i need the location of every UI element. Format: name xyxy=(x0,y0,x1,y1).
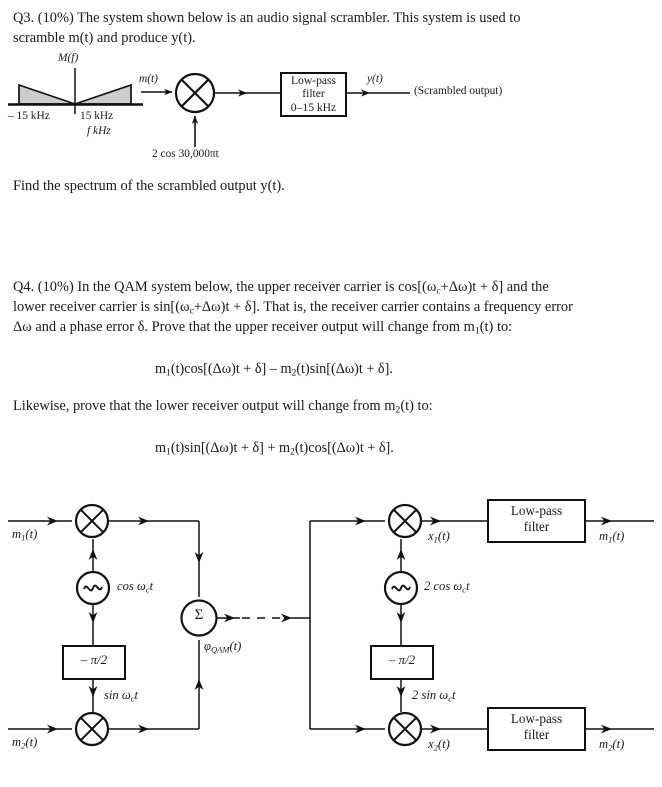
rx-lower-filter-line1: Low-pass xyxy=(510,711,563,726)
q3-filter-line1: Low-pass xyxy=(290,74,337,87)
rx-phase-to-lower-mixer-arrowhead xyxy=(396,686,406,697)
q4-paragraph-line4: Likewise, prove that the lower receiver … xyxy=(13,398,433,416)
tx-phase-shift-box xyxy=(62,645,126,680)
rx-upper-lowpass-filter-box xyxy=(487,499,586,543)
tx-osc-to-phase-arrowhead xyxy=(88,612,98,623)
q3-paragraph-line1: Q3. (10%) The system shown below is an a… xyxy=(13,10,521,26)
spectrum-left-triangle xyxy=(18,83,76,105)
q4-equation-2: m1(t)sin[(Δω)t + δ] + m2(t)cos[(Δω)t + δ… xyxy=(155,440,394,458)
q3-closing-line: Find the spectrum of the scrambled outpu… xyxy=(13,178,285,194)
rx-upper-filter-line1: Low-pass xyxy=(510,503,563,518)
q3-lowpass-filter-box xyxy=(280,72,347,117)
tx-upper-to-summer-arrowhead xyxy=(194,552,204,563)
qam-signal-label: φQAM(t) xyxy=(204,639,242,655)
summer-output-arrowhead xyxy=(224,613,235,623)
tx-upper-input-arrowhead xyxy=(47,516,58,526)
rx-oscillator-tilde-icon xyxy=(391,584,411,592)
rx-sin-label: 2 sin ωct xyxy=(412,688,456,704)
q3-filter-line2: filter xyxy=(302,87,325,101)
tx-lower-to-summer-arrowhead xyxy=(194,679,204,690)
tx-sin-label: sin ωct xyxy=(104,688,139,704)
q3-filter-line3: 0–15 kHz xyxy=(290,100,337,114)
summer-circle xyxy=(180,599,218,637)
rx-lower-output-label: m2(t) xyxy=(599,737,625,753)
rx-lower-mixer-output-label: x2(t) xyxy=(428,737,450,753)
tx-osc-to-upper-mixer-arrowhead xyxy=(88,549,98,560)
rx-lower-output-arrowhead xyxy=(601,724,612,734)
q3-filter-output-arrowhead xyxy=(361,89,370,97)
tx-upper-input-label: m1(t) xyxy=(12,527,38,543)
tx-phase-shift-label: – π/2 xyxy=(80,652,108,667)
summer-sigma-label: Σ xyxy=(194,607,204,623)
rx-lower-filter-line2: filter xyxy=(523,727,550,742)
channel-arrowhead xyxy=(281,613,292,623)
q3-block-diagram: Low-pass filter 0–15 kHz M(f) – 15 kHz 1… xyxy=(0,52,662,172)
q3-diagram-svg xyxy=(8,68,410,147)
q4-paragraph-line2: lower receiver carrier is sin[(ωc+Δω)t +… xyxy=(13,299,573,317)
q3-mixer-to-filter-arrowhead xyxy=(238,89,247,97)
q4-paragraph-line3: Δω and a phase error δ. Prove that the u… xyxy=(13,319,513,337)
tx-lower-mixer-output-arrowhead xyxy=(138,724,149,734)
q3-paragraph-line2: scramble m(t) and produce y(t). xyxy=(13,30,196,46)
rx-lower-lowpass-filter-box xyxy=(487,707,586,751)
rx-upper-mixer-output-label: x1(t) xyxy=(428,529,450,545)
spectrum-right-triangle xyxy=(74,83,132,105)
rx-upper-branch-arrowhead xyxy=(355,516,366,526)
rx-osc-to-phase-arrowhead xyxy=(396,612,406,623)
rx-osc-to-upper-mixer-arrowhead xyxy=(396,549,406,560)
spectrum-right-axis-label: 15 kHz xyxy=(80,110,114,122)
q3-carrier-label: 2 cos 30,000πt xyxy=(152,148,219,160)
tx-upper-mixer-x-2 xyxy=(79,508,105,534)
q3-output-note-label: (Scrambled output) xyxy=(414,85,503,97)
rx-lower-branch-arrowhead xyxy=(355,724,366,734)
rx-lower-filter-label: Low-pass filter xyxy=(487,711,586,743)
tx-oscillator-tilde-icon xyxy=(83,584,103,592)
q4-qam-block-diagram: – π/2 – π/2 Low-pass filter Low-pass fil… xyxy=(0,490,662,787)
rx-upper-filter-line2: filter xyxy=(523,519,550,534)
rx-lower-to-filter-arrowhead xyxy=(430,724,441,734)
rx-upper-mixer-x-2 xyxy=(392,508,418,534)
q3-mixer-x-2 xyxy=(180,78,210,108)
rx-lower-mixer-x-2 xyxy=(392,716,418,742)
rx-upper-to-filter-arrowhead xyxy=(430,516,441,526)
q4-paragraph-line1: Q4. (10%) In the QAM system below, the u… xyxy=(13,279,549,297)
q4-diagram-svg xyxy=(8,503,654,747)
tx-oscillator-label: cos ωct xyxy=(117,579,154,595)
q3-output-signal-label: y(t) xyxy=(367,73,383,85)
tx-upper-mixer-output-arrowhead xyxy=(138,516,149,526)
spectrum-title-label: M(f) xyxy=(58,52,79,64)
rx-phase-shift-label: – π/2 xyxy=(388,652,416,667)
rx-upper-filter-label: Low-pass filter xyxy=(487,503,586,535)
tx-lower-input-label: m2(t) xyxy=(12,735,38,751)
spectrum-left-axis-label: – 15 kHz xyxy=(8,110,50,122)
spectrum-axis-unit-label: f kHz xyxy=(87,125,111,137)
tx-lower-input-arrowhead xyxy=(47,724,58,734)
q3-input-signal-label: m(t) xyxy=(139,73,158,85)
tx-lower-mixer-x-2 xyxy=(79,716,105,742)
rx-phase-shift-box xyxy=(370,645,434,680)
q4-equation-1: m1(t)cos[(Δω)t + δ] – m2(t)sin[(Δω)t + δ… xyxy=(155,361,393,379)
rx-upper-output-label: m1(t) xyxy=(599,529,625,545)
rx-oscillator-label: 2 cos ωct xyxy=(424,579,470,595)
q3-filter-label: Low-pass filter 0–15 kHz xyxy=(280,74,347,114)
rx-upper-output-arrowhead xyxy=(601,516,612,526)
tx-phase-to-lower-mixer-arrowhead xyxy=(88,686,98,697)
